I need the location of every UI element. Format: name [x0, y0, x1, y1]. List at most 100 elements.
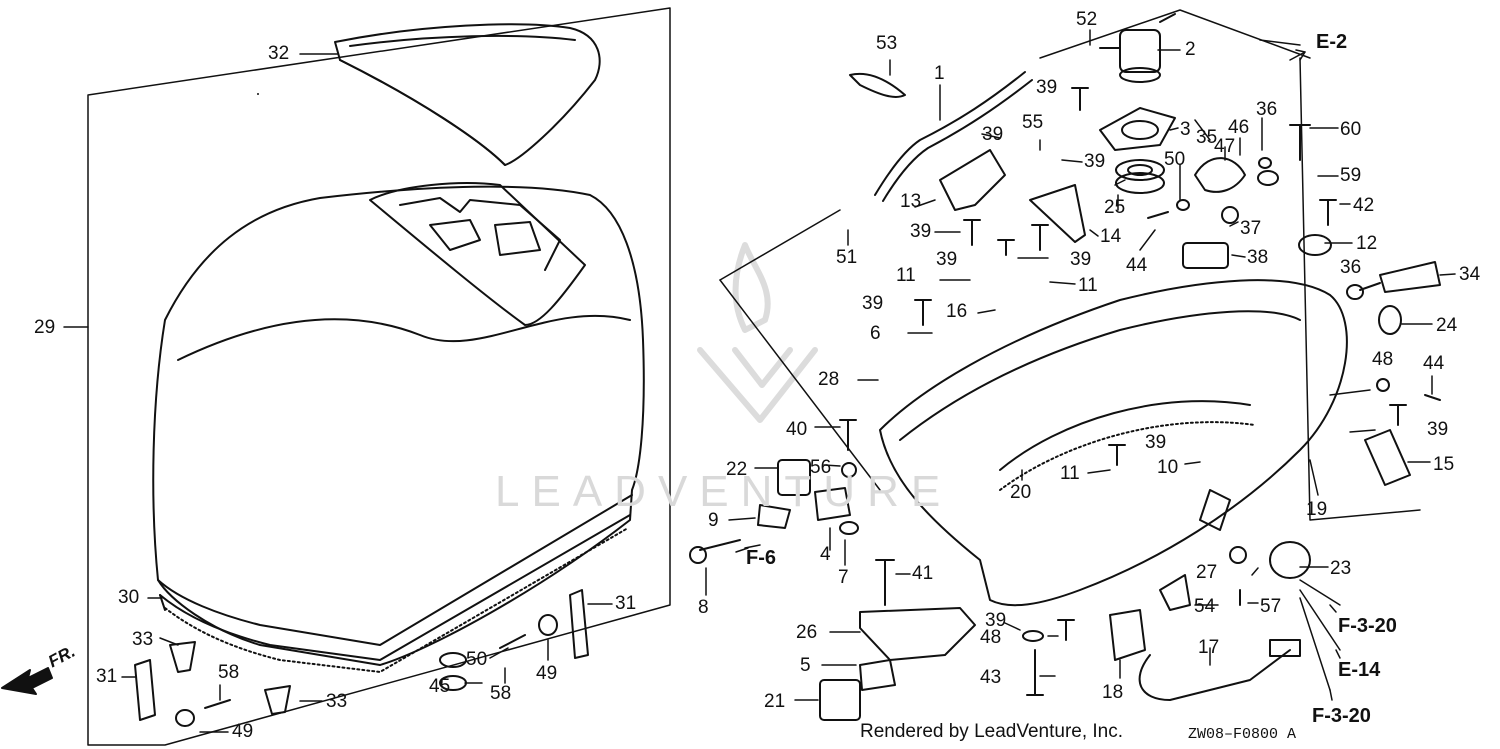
part-label-11-b: 11	[1078, 275, 1098, 296]
part-label-12: 12	[1356, 233, 1378, 254]
cam-lever-part	[1359, 261, 1441, 293]
part-label-52: 52	[1076, 9, 1098, 30]
part-label-59: 59	[1340, 165, 1362, 186]
bolt-parts	[204, 87, 1441, 709]
part-label-25: 25	[1104, 197, 1126, 218]
part-label-36-b: 36	[1340, 257, 1362, 278]
part-label-14: 14	[1100, 226, 1122, 247]
part-label-39-j: 39	[985, 610, 1007, 631]
part-label-23: 23	[1330, 558, 1352, 579]
rubber-grommet-part	[1269, 541, 1311, 579]
part-label-20: 20	[1010, 482, 1032, 503]
clip-plate-part	[859, 659, 896, 691]
part-label-35: 35	[1196, 127, 1218, 148]
cover-plate-part	[859, 607, 976, 661]
part-label-6: 6	[870, 323, 881, 344]
part-label-44-b: 44	[1423, 353, 1445, 374]
rubber-foot-part-b	[264, 685, 291, 715]
part-label-40: 40	[786, 419, 808, 440]
part-label-4: 4	[820, 544, 831, 565]
part-label-48-b: 48	[980, 627, 1002, 648]
part-label-49-a: 49	[232, 721, 254, 742]
rubber-foot-part-a	[169, 641, 196, 673]
part-label-2: 2	[1185, 39, 1196, 60]
part-label-43: 43	[980, 667, 1002, 688]
part-label-39-d: 39	[910, 221, 932, 242]
part-label-58-a: 58	[218, 662, 240, 683]
part-label-39-c: 39	[1084, 151, 1106, 172]
ref-label-e14: E-14	[1338, 659, 1381, 681]
part-label-39-f: 39	[1070, 249, 1092, 270]
hinge-bracket-part	[1364, 429, 1411, 486]
part-label-16: 16	[946, 301, 968, 322]
part-label-39-g: 39	[862, 293, 884, 314]
diagram-code: ZW08–F0800 A	[1188, 726, 1297, 743]
ref-label-f3-20-a: F-3-20	[1338, 615, 1397, 637]
main-engine-cover-part	[152, 182, 645, 673]
part-label-5: 5	[800, 655, 811, 676]
hose-part	[874, 71, 1033, 202]
part-label-46: 46	[1228, 117, 1250, 138]
ref-label-f6: F-6	[746, 547, 776, 569]
part-label-11-c: 11	[1060, 463, 1080, 484]
part-label-28: 28	[818, 369, 840, 390]
part-label-21: 21	[764, 691, 786, 712]
part-label-33-a: 33	[132, 629, 154, 650]
lock-assembly-part	[689, 487, 851, 564]
part-label-17: 17	[1198, 637, 1220, 658]
part-label-49-b: 49	[536, 663, 558, 684]
part-label-33-b: 33	[326, 691, 348, 712]
latch-plate-part-right	[569, 589, 589, 659]
washer-parts	[175, 157, 1390, 727]
part-label-22: 22	[726, 459, 748, 480]
ref-label-f3-20-b: F-3-20	[1312, 705, 1371, 727]
part-label-30: 30	[118, 587, 140, 608]
part-label-47: 47	[1214, 136, 1236, 157]
part-label-51: 51	[836, 247, 858, 268]
part-label-48-a: 48	[1372, 349, 1394, 370]
part-label-60: 60	[1340, 119, 1362, 140]
link-part	[1159, 574, 1191, 611]
collar-part	[1298, 234, 1332, 256]
part-label-13: 13	[900, 191, 922, 212]
part-label-50-b: 50	[1164, 149, 1186, 170]
part-label-18: 18	[1102, 682, 1124, 703]
part-label-39-e: 39	[936, 249, 958, 270]
watermark-text: LEADVENTURE	[495, 467, 953, 516]
render-credit: Rendered by LeadVenture, Inc.	[860, 721, 1124, 742]
leader-lines	[63, 29, 1456, 733]
part-label-50-a: 50	[466, 649, 488, 670]
part-label-31-left: 31	[96, 666, 118, 687]
part-label-26: 26	[796, 622, 818, 643]
part-label-54: 54	[1194, 596, 1216, 617]
part-label-11-a: 11	[896, 265, 916, 286]
part-label-53: 53	[876, 33, 898, 54]
part-label-42: 42	[1353, 195, 1375, 216]
part-label-32: 32	[268, 43, 290, 64]
lever-part	[1194, 157, 1246, 193]
part-label-9: 9	[708, 510, 719, 531]
part-label-8: 8	[698, 597, 709, 618]
cable-part	[1138, 639, 1301, 701]
part-label-31-right: 31	[615, 593, 637, 614]
fuel-filter-part	[1099, 13, 1176, 83]
part-label-57: 57	[1260, 596, 1282, 617]
pad-part	[819, 679, 861, 721]
part-label-10: 10	[1157, 457, 1179, 478]
block-part	[1182, 242, 1229, 269]
latch-plate-part-left	[134, 659, 156, 721]
part-label-39-i: 39	[1427, 419, 1449, 440]
gasket-part	[1099, 107, 1176, 151]
part-label-34: 34	[1459, 264, 1481, 285]
part-label-27: 27	[1196, 562, 1218, 583]
reference-arrows	[735, 49, 1341, 701]
watermark-logo	[697, 242, 818, 423]
part-label-36-a: 36	[1256, 99, 1278, 120]
cover-assembly-frame	[87, 7, 671, 746]
seal-part	[1378, 305, 1402, 335]
part-label-44-a: 44	[1126, 255, 1148, 276]
part-label-3: 3	[1180, 119, 1191, 140]
part-label-1: 1	[934, 63, 945, 84]
part-label-24: 24	[1436, 315, 1458, 336]
seal-block-part	[777, 459, 811, 496]
